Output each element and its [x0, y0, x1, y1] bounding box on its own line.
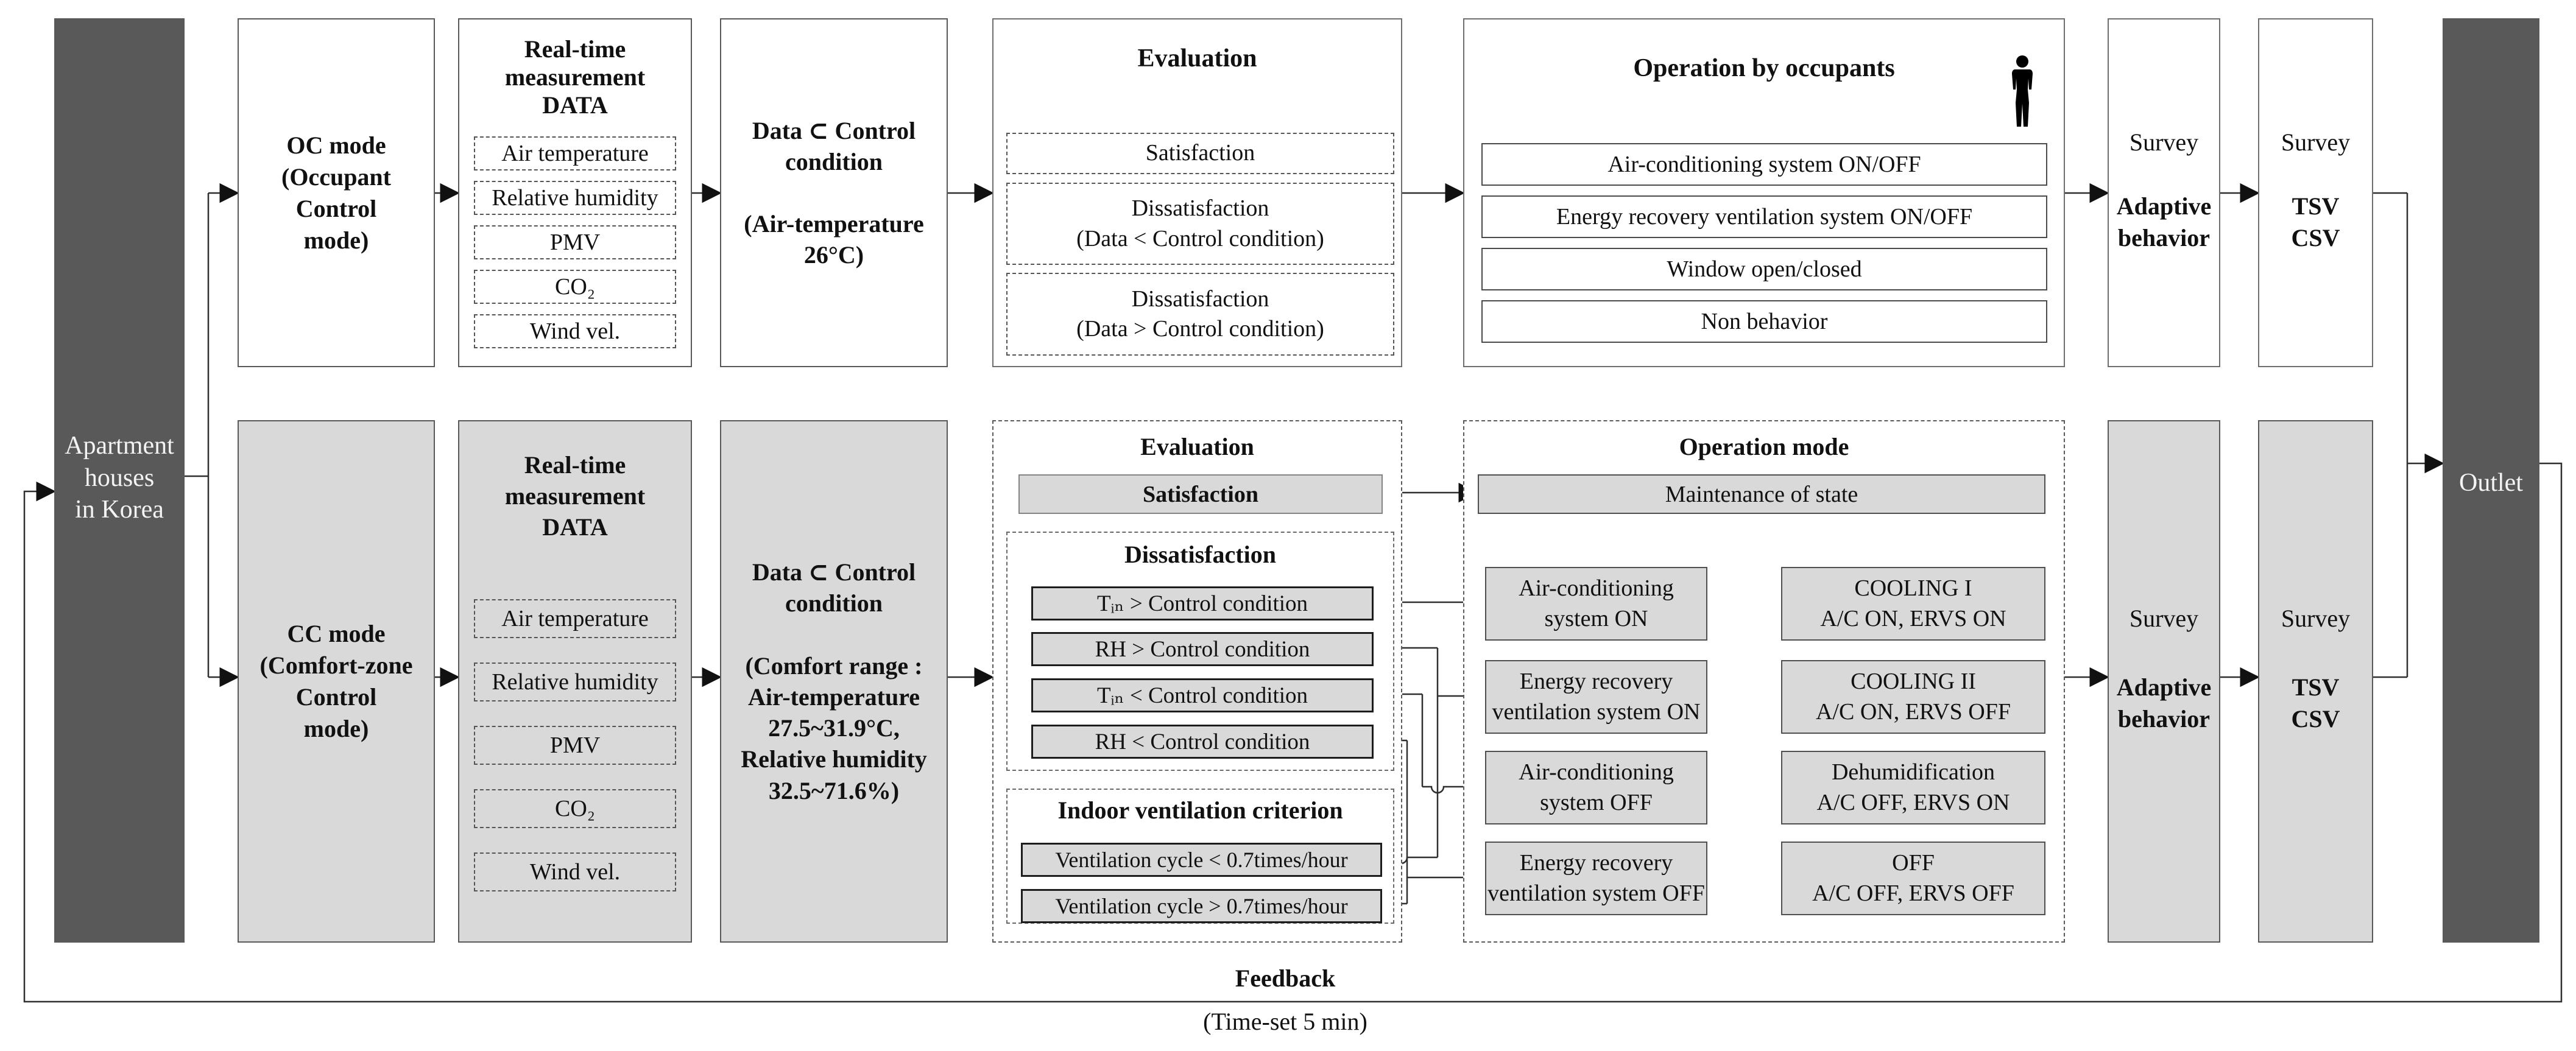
- survey-label: TSV CSV: [2291, 673, 2340, 733]
- dissatisfaction-criterion: Tᵢₙ < Control condition: [1031, 678, 1374, 712]
- cc-survey-adaptive-box: Survey Adaptive behavior: [2108, 420, 2220, 943]
- operation-source-box: Energy recovery ventilation system OFF: [1485, 842, 1707, 915]
- occupant-action-item: Energy recovery ventilation system ON/OF…: [1481, 195, 2047, 238]
- cc-realtime-title: Real-time measurement DATA: [504, 451, 646, 541]
- oc-survey-adaptive-box: Survey Adaptive behavior: [2108, 18, 2220, 367]
- operation-source-box: Air-conditioning system ON: [1485, 567, 1707, 641]
- oc-evaluation-box: Evaluation Satisfaction Dissatisfaction …: [992, 18, 1402, 367]
- apartment-houses-box: Apartment houses in Korea: [54, 18, 185, 943]
- cc-evaluation-box: Evaluation Satisfaction Dissatisfaction …: [992, 420, 1402, 943]
- evaluation-item: Dissatisfaction (Data < Control conditio…: [1006, 183, 1394, 265]
- evaluation-item: Satisfaction: [1006, 133, 1394, 174]
- occupant-action-item: Air-conditioning system ON/OFF: [1481, 143, 2047, 186]
- oc-realtime-items: Air temperature Relative humidity PMV CO…: [474, 136, 676, 348]
- measurement-item: Relative humidity: [474, 663, 676, 701]
- dissatisfaction-criterion: Tᵢₙ > Control condition: [1031, 586, 1374, 620]
- operation-result-box: COOLING II A/C ON, ERVS OFF: [1781, 660, 2045, 734]
- measurement-item: Relative humidity: [474, 181, 676, 215]
- maintenance-of-state-box: Maintenance of state: [1478, 474, 2045, 514]
- outlet-box: Outlet: [2443, 18, 2539, 943]
- measurement-item: CO₂: [474, 270, 676, 304]
- cc-realtime-items: Air temperature Relative humidity PMV CO…: [474, 599, 676, 891]
- dissatisfaction-criterion: RH < Control condition: [1031, 725, 1374, 759]
- dissatisfaction-title: Dissatisfaction: [1124, 541, 1276, 568]
- survey-title: Survey: [2281, 605, 2351, 632]
- operation-mode-title: Operation mode: [1679, 433, 1849, 460]
- occupant-action-item: Non behavior: [1481, 300, 2047, 343]
- operation-source-box: Energy recovery ventilation system ON: [1485, 660, 1707, 734]
- oc-evaluation-title: Evaluation: [1137, 44, 1257, 72]
- survey-label: Adaptive behavior: [2116, 192, 2212, 251]
- apartment-houses-label: Apartment houses in Korea: [65, 432, 174, 524]
- evaluation-item: Dissatisfaction (Data > Control conditio…: [1006, 273, 1394, 356]
- cc-realtime-data-box: Real-time measurement DATA Air temperatu…: [458, 420, 692, 943]
- survey-title: Survey: [2281, 128, 2351, 156]
- dissatisfaction-panel: Dissatisfaction Tᵢₙ > Control condition …: [1006, 532, 1394, 771]
- measurement-item: Air temperature: [474, 136, 676, 170]
- occupant-action-item: Window open/closed: [1481, 248, 2047, 290]
- oc-realtime-data-box: Real-time measurement DATA Air temperatu…: [458, 18, 692, 367]
- oc-realtime-title: Real-time measurement DATA: [504, 35, 646, 119]
- survey-title: Survey: [2129, 128, 2199, 156]
- measurement-item: PMV: [474, 225, 676, 259]
- operation-by-occupants-box: Operation by occupants Air-conditioning …: [1463, 18, 2065, 367]
- survey-title: Survey: [2129, 605, 2199, 632]
- operation-by-occupants-title: Operation by occupants: [1633, 54, 1895, 82]
- survey-label: TSV CSV: [2291, 192, 2340, 251]
- operation-source-box: Air-conditioning system OFF: [1485, 751, 1707, 824]
- ventilation-criterion: Ventilation cycle > 0.7times/hour: [1021, 889, 1382, 923]
- dissatisfaction-criterion: RH > Control condition: [1031, 632, 1374, 666]
- timeset-label: (Time-set 5 min): [1203, 1008, 1367, 1035]
- oc-control-condition-box: Data ⊂ Control condition (Air-temperatur…: [720, 18, 948, 367]
- measurement-item: CO₂: [474, 789, 676, 828]
- operation-result-box: Dehumidification A/C OFF, ERVS ON: [1781, 751, 2045, 824]
- oc-mode-box: OC mode (Occupant Control mode): [238, 18, 435, 367]
- measurement-item: Air temperature: [474, 599, 676, 638]
- measurement-item: Wind vel.: [474, 852, 676, 891]
- cc-evaluation-title: Evaluation: [1140, 433, 1254, 460]
- cc-survey-tsv-csv-box: Survey TSV CSV: [2258, 420, 2373, 943]
- person-icon: [2009, 55, 2036, 127]
- outlet-label: Outlet: [2459, 469, 2523, 497]
- measurement-item: PMV: [474, 726, 676, 765]
- indoor-ventilation-panel: Indoor ventilation criterion Ventilation…: [1006, 789, 1394, 924]
- feedback-label: Feedback: [1235, 965, 1336, 992]
- indoor-ventilation-title: Indoor ventilation criterion: [1057, 796, 1343, 824]
- oc-survey-tsv-csv-box: Survey TSV CSV: [2258, 18, 2373, 367]
- measurement-item: Wind vel.: [474, 314, 676, 348]
- ventilation-criterion: Ventilation cycle < 0.7times/hour: [1021, 843, 1382, 877]
- cc-mode-box: CC mode (Comfort-zone Control mode): [238, 420, 435, 943]
- operation-mode-box: Operation mode Maintenance of state Air-…: [1463, 420, 2065, 943]
- operation-result-box: COOLING I A/C ON, ERVS ON: [1781, 567, 2045, 641]
- satisfaction-box: Satisfaction: [1018, 474, 1383, 514]
- survey-label: Adaptive behavior: [2116, 673, 2212, 733]
- operation-result-box: OFF A/C OFF, ERVS OFF: [1781, 842, 2045, 915]
- cc-control-condition-box: Data ⊂ Control condition (Comfort range …: [720, 420, 948, 943]
